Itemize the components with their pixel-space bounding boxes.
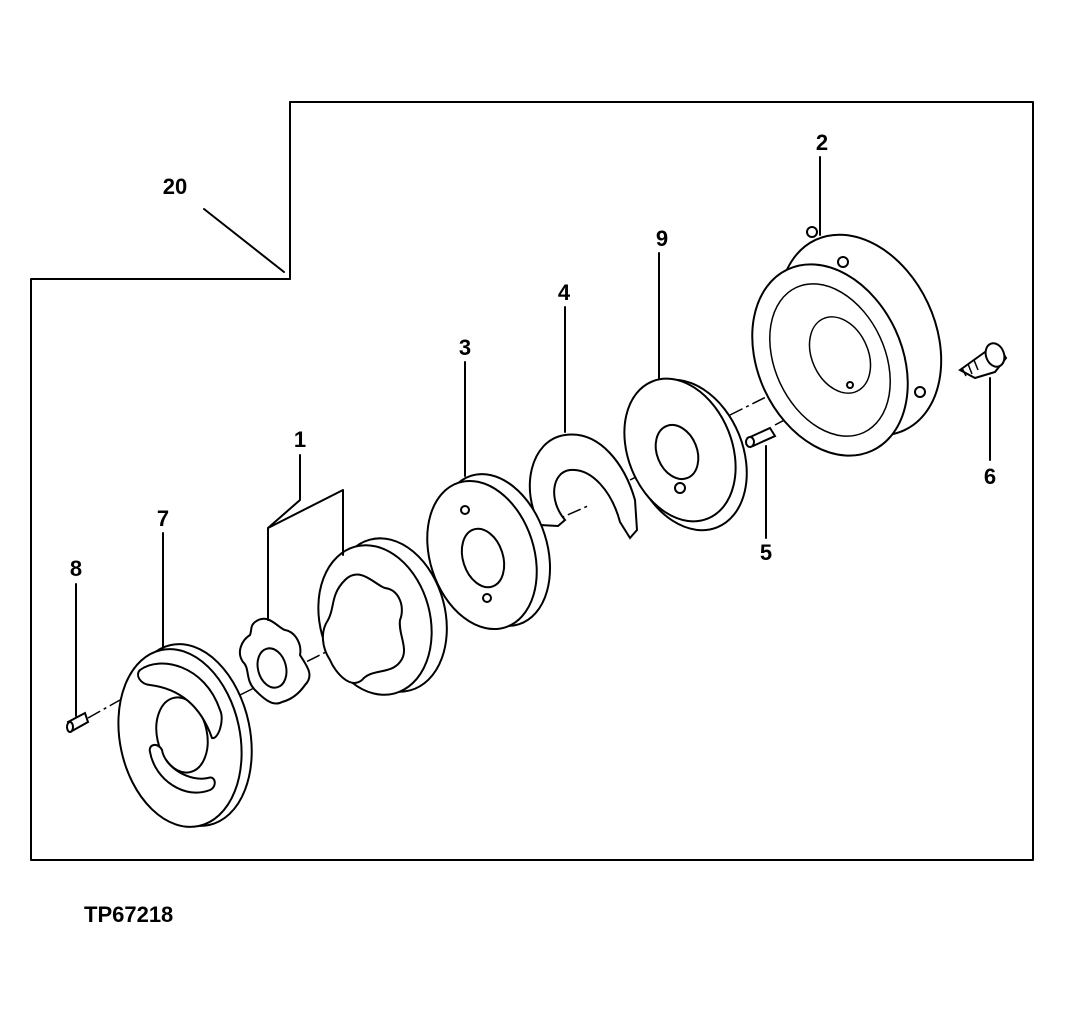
callout-9: 9 [656, 226, 668, 251]
figure-id: TP67218 [84, 902, 174, 927]
callout-20: 20 [163, 174, 187, 199]
callout-4: 4 [558, 280, 571, 305]
wear-plate [623, 377, 748, 532]
callout-6: 6 [984, 464, 996, 489]
pump-housing [751, 226, 943, 457]
port-plate [117, 643, 253, 828]
callout-3: 3 [459, 335, 471, 360]
cap-screw [958, 342, 1008, 380]
callout-1: 1 [294, 427, 306, 452]
callout-5: 5 [760, 540, 772, 565]
callout-8: 8 [70, 556, 82, 581]
inner-rotor [239, 617, 311, 705]
seal-ring [528, 433, 639, 540]
outer-rotor [317, 537, 448, 696]
pin [66, 711, 90, 733]
callout-7: 7 [157, 506, 169, 531]
callout-2: 2 [816, 130, 828, 155]
dowel-pin [745, 426, 777, 448]
leader-lines [75, 156, 991, 717]
pump-plate [426, 473, 552, 631]
